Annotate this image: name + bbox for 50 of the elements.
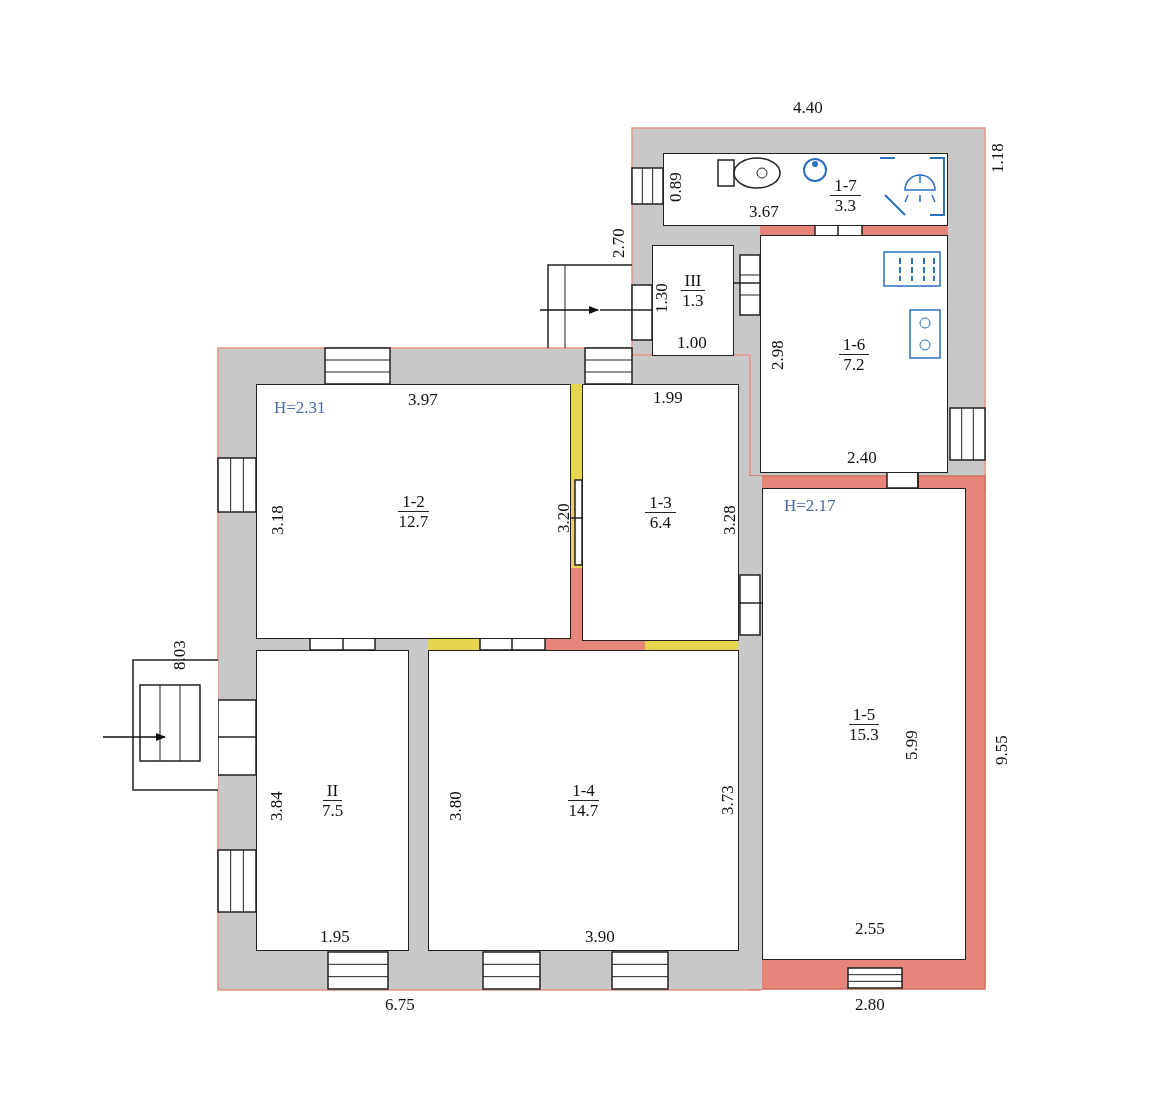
ceiling-height-label: H=2.31 xyxy=(274,399,326,417)
room-number: 1-7 xyxy=(830,176,861,196)
dimension-label: 3.28 xyxy=(720,505,739,535)
dimension-label: 1.99 xyxy=(653,389,683,407)
room-number: 1-6 xyxy=(838,334,870,355)
dimension-label: 3.20 xyxy=(554,503,573,533)
room-number: 1-5 xyxy=(848,704,880,725)
room-number: 1-4 xyxy=(568,781,599,801)
room xyxy=(256,384,571,639)
dimension-label: 6.75 xyxy=(385,996,415,1014)
dimension-label: 3.18 xyxy=(268,505,287,535)
room-number: III xyxy=(680,271,706,291)
dimension-label: 4.40 xyxy=(793,99,823,117)
dimension-label: 0.89 xyxy=(666,172,685,202)
dimension-label: 2.98 xyxy=(768,340,787,370)
room xyxy=(582,384,739,641)
room-area-value: 14.7 xyxy=(568,801,599,820)
dimension-label: 2.55 xyxy=(855,920,885,938)
room xyxy=(762,488,966,960)
dimension-label: 3.80 xyxy=(446,791,465,821)
dimension-label: 2.70 xyxy=(609,228,628,258)
dimension-label: 2.80 xyxy=(855,996,885,1014)
room-area-value: 1.3 xyxy=(682,291,704,310)
ceiling-height-label: H=2.17 xyxy=(784,497,836,515)
room xyxy=(760,235,948,473)
dimension-label: 3.97 xyxy=(408,391,438,409)
dimension-label: 3.73 xyxy=(718,785,737,815)
room-area-value: 6.4 xyxy=(649,513,672,532)
room xyxy=(652,245,734,356)
room-area-value: 12.7 xyxy=(398,512,429,531)
room-area-value: 7.5 xyxy=(321,801,344,820)
room-number: 1-3 xyxy=(645,493,676,513)
room-area-value: 7.2 xyxy=(843,354,865,374)
room xyxy=(256,650,409,951)
room xyxy=(428,650,739,951)
room-area-value: 3.3 xyxy=(834,196,857,215)
dimension-label: 1.30 xyxy=(652,283,671,313)
dimension-label: 1.95 xyxy=(320,928,350,946)
dimension-label: 5.99 xyxy=(902,730,921,760)
dimension-label: 9.55 xyxy=(992,735,1011,765)
room-area-value: 15.3 xyxy=(849,724,879,744)
dimension-label: 3.84 xyxy=(267,791,286,821)
dimension-label: 2.40 xyxy=(847,449,877,467)
room-number: 1-2 xyxy=(398,492,429,512)
dimension-label: 1.18 xyxy=(988,143,1007,173)
dimension-label: 8.03 xyxy=(170,640,189,670)
dimension-label: 1.00 xyxy=(677,334,707,352)
dimension-label: 3.67 xyxy=(749,203,779,221)
dimension-label: 3.90 xyxy=(585,928,615,946)
room-number: II xyxy=(322,781,343,801)
